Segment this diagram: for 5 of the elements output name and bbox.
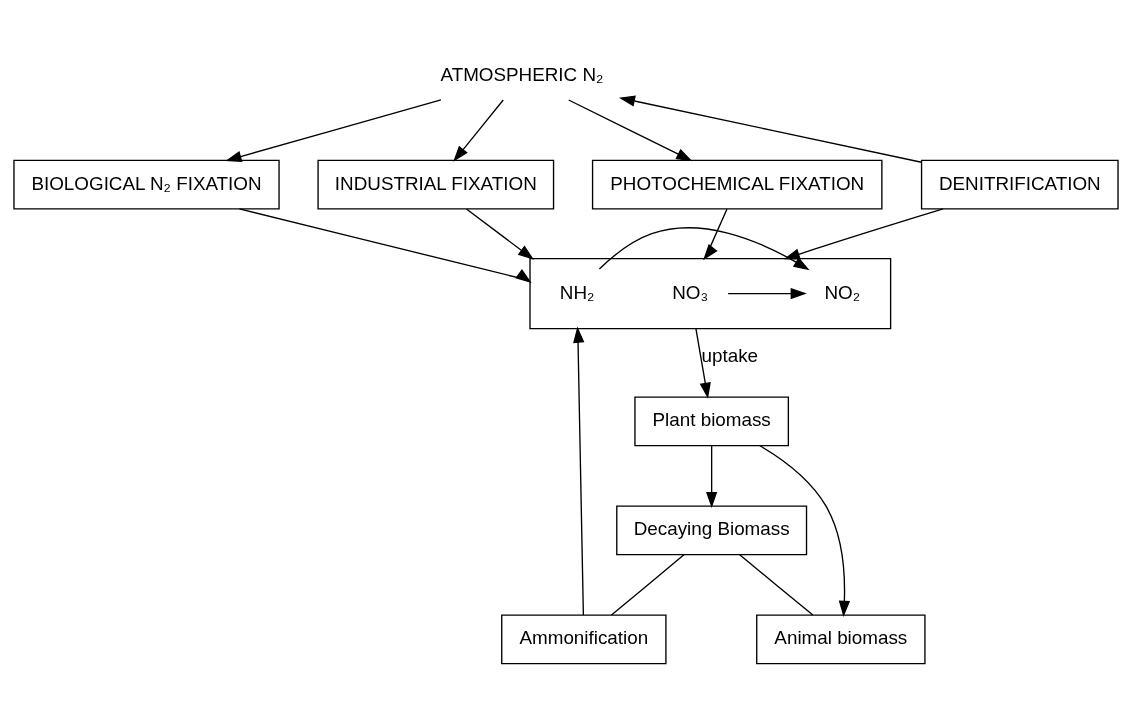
node-text: NH₂ (559, 281, 595, 303)
node-text: NO₂ (824, 281, 860, 303)
edge-label: uptake (701, 344, 759, 366)
node-text: ATMOSPHERIC N₂ (440, 63, 604, 85)
node-text: NO₃ (672, 281, 709, 303)
